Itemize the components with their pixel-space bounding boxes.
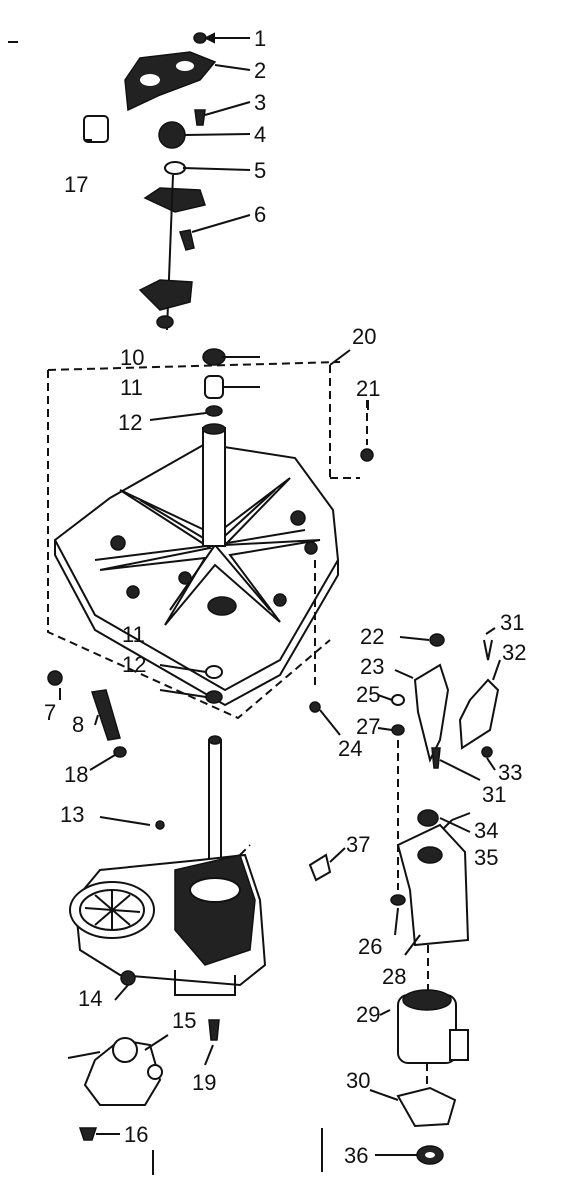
pump <box>67 1019 220 1141</box>
label-34: 34 <box>474 818 498 843</box>
label-32: 32 <box>502 640 526 665</box>
label-1: 1 <box>254 26 266 51</box>
pulley-parts <box>417 809 453 829</box>
part-23-bracket <box>413 663 450 763</box>
label-3: 3 <box>254 90 266 115</box>
part-30-fan <box>396 1086 457 1128</box>
label-16: 16 <box>124 1122 148 1147</box>
label-12-top: 12 <box>118 410 142 435</box>
label-7: 7 <box>44 700 56 725</box>
label-26: 26 <box>358 934 382 959</box>
label-4: 4 <box>254 122 266 147</box>
leader-lines <box>59 32 501 1156</box>
label-17: 17 <box>64 172 88 197</box>
part-8-arm <box>47 670 127 758</box>
label-22: 22 <box>360 624 384 649</box>
part-28-cover <box>396 740 470 990</box>
label-11-bottom: 11 <box>122 622 145 647</box>
callout-labels: 1 2 3 4 5 6 7 8 10 11 12 11 12 13 14 15 … <box>44 26 526 1168</box>
part-22-nut <box>429 633 445 647</box>
gearbox <box>69 735 267 996</box>
label-23: 23 <box>360 654 384 679</box>
label-2: 2 <box>254 58 266 83</box>
post-parts-top <box>202 348 226 417</box>
label-30: 30 <box>346 1068 370 1093</box>
label-25: 25 <box>356 682 380 707</box>
part-4-ball <box>158 121 186 149</box>
label-20: 20 <box>352 324 376 349</box>
label-8: 8 <box>72 712 84 737</box>
label-21: 21 <box>356 376 380 401</box>
label-24: 24 <box>338 736 362 761</box>
part-17-block <box>83 115 109 143</box>
part-36-washer <box>416 1145 444 1165</box>
label-31-bottom: 31 <box>482 782 506 807</box>
label-29: 29 <box>356 1002 380 1027</box>
label-5: 5 <box>254 158 266 183</box>
label-11-top: 11 <box>120 375 143 400</box>
post-parts-bottom <box>205 665 223 704</box>
part-32-bracket <box>458 639 500 758</box>
label-18: 18 <box>64 762 88 787</box>
shaft-assembly <box>138 161 206 331</box>
label-33: 33 <box>498 760 522 785</box>
label-27: 27 <box>356 714 380 739</box>
label-37: 37 <box>346 832 370 857</box>
label-14: 14 <box>78 986 102 1011</box>
label-6: 6 <box>254 202 266 227</box>
label-15: 15 <box>172 1008 196 1033</box>
label-36: 36 <box>344 1143 368 1168</box>
label-19: 19 <box>192 1070 216 1095</box>
label-12-bottom: 12 <box>122 652 146 677</box>
label-28: 28 <box>382 964 406 989</box>
part-29-motor <box>397 989 469 1092</box>
base-plate <box>47 361 341 720</box>
agitator-top-bracket <box>124 32 217 126</box>
label-35: 35 <box>474 845 498 870</box>
label-31-top: 31 <box>500 610 524 635</box>
label-10: 10 <box>120 345 144 370</box>
label-13: 13 <box>60 802 84 827</box>
